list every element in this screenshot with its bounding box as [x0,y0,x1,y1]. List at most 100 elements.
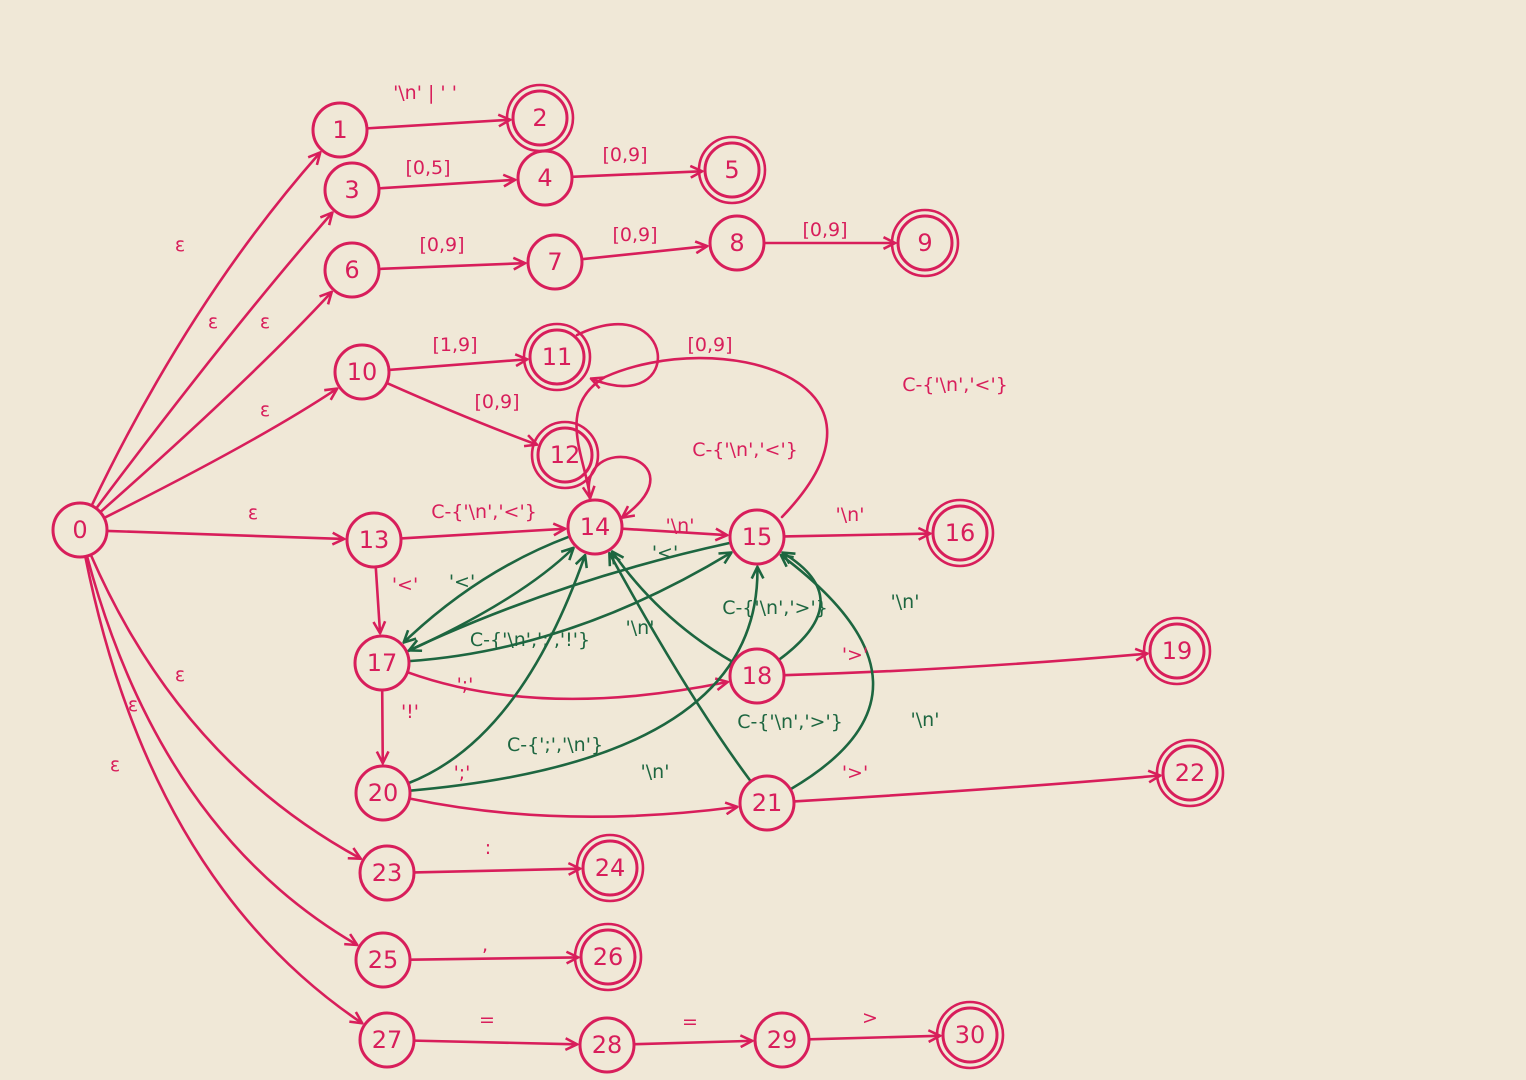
red-edge-27-28 [412,1041,576,1045]
state-label-10: 10 [347,358,378,386]
red-edge-label-14-14: C-{'\n','<'} [692,439,798,461]
red-edge-29-30 [807,1036,939,1039]
state-label-14: 14 [580,513,611,541]
state-label-23: 23 [372,859,403,887]
green-edge-label-21-14: C-{'\n','>'} [737,711,843,733]
red-edge-label-14-15: '\n' [666,515,695,537]
red-edge-label-11-11: [0,9] [687,334,732,356]
red-edge-label-15-14: C-{'\n','<'} [902,374,1008,396]
green-edge-20-14 [406,556,585,785]
green-edge-label-20-15: '\n' [641,761,670,783]
state-circle-12 [536,426,594,484]
state-11: 11 [522,322,592,392]
green-edge-14-17 [404,535,572,641]
state-circle-10 [333,343,391,401]
red-edge-17-20 [382,688,383,762]
state-label-7: 7 [547,248,562,276]
red-edge-0-27 [83,555,361,1022]
state-9: 9 [890,208,960,278]
red-edge-0-23 [89,553,360,858]
state-12: 12 [530,420,600,490]
state-22: 22 [1155,738,1225,808]
state-label-20: 20 [368,779,399,807]
state-2: 2 [505,83,575,153]
red-edge-0-1 [90,153,320,507]
red-edge-label-21-22: '>' [842,762,868,784]
red-edge-6-7 [377,263,524,269]
state-14: 14 [566,498,624,556]
state-circle-24 [581,839,639,897]
state-label-19: 19 [1162,637,1193,665]
green-edge-label-17-15: '\n' [626,617,655,639]
state-circle-15 [728,508,786,566]
state-label-12: 12 [550,441,581,469]
green-edge-21-15 [782,556,875,791]
state-circle-6 [323,241,381,299]
state-label-15: 15 [742,523,773,551]
state-circle-5 [703,141,761,199]
red-edge-21-22 [792,776,1159,803]
state-25: 25 [354,931,412,989]
state-circle-3 [323,161,381,219]
state-label-13: 13 [359,526,390,554]
state-accept-ring-26 [573,922,643,992]
state-label-30: 30 [955,1021,986,1049]
state-29: 29 [753,1011,811,1069]
red-edge-label-0-23: ε [175,664,185,686]
green-edge-21-14 [610,554,753,783]
red-edge-15-16 [782,534,929,537]
red-edge-label-0-13: ε [248,502,258,524]
state-18: 18 [728,647,786,705]
state-circle-13 [345,511,403,569]
state-label-9: 9 [917,229,932,257]
state-label-25: 25 [368,946,399,974]
state-accept-ring-22 [1155,738,1225,808]
red-edge-label-3-4: [0,5] [405,157,450,179]
red-edge-3-4 [377,180,514,190]
red-edge-28-29 [632,1041,751,1044]
red-edge-20-21 [408,797,736,819]
green-edge-label-15-17: '<' [652,542,678,564]
state-label-2: 2 [532,104,547,132]
red-edge-1-2 [365,120,509,130]
state-accept-ring-11 [522,322,592,392]
state-accept-ring-19 [1142,616,1212,686]
state-23: 23 [358,844,416,902]
state-circle-9 [896,214,954,272]
state-circle-0 [51,501,109,559]
red-edge-4-5 [570,171,701,177]
red-edge-13-14 [399,529,564,540]
red-edge-label-17-20: '!' [401,701,419,723]
state-circle-19 [1148,622,1206,680]
state-6: 6 [323,241,381,299]
green-edge-18-14 [613,552,735,664]
state-17: 17 [353,634,411,692]
state-accept-ring-30 [935,1000,1005,1070]
red-edge-label-0-10: ε [260,399,270,421]
state-circle-2 [511,89,569,147]
state-accept-ring-24 [575,833,645,903]
red-edge-label-13-17: '<' [392,574,418,596]
red-edge-13-17 [376,565,380,632]
state-21: 21 [738,774,796,832]
red-edge-0-13 [105,529,343,539]
red-edge-label-17-18: ';' [457,674,474,696]
state-10: 10 [333,343,391,401]
state-0: 0 [51,501,109,559]
state-27: 27 [358,1011,416,1069]
red-edge-label-0-25: ε [128,694,138,716]
state-4: 4 [516,149,574,207]
red-edge-25-26 [408,957,577,959]
state-circle-8 [708,214,766,272]
red-edge-label-29-30: > [862,1007,878,1029]
state-accept-ring-16 [925,498,995,568]
red-edge-0-10 [102,389,336,520]
green-edge-17-15 [407,553,731,663]
red-edge-label-0-27: ε [110,754,120,776]
state-accept-ring-12 [530,420,600,490]
state-circle-16 [931,504,989,562]
state-label-16: 16 [945,519,976,547]
state-circle-11 [528,328,586,386]
state-20: 20 [354,764,412,822]
